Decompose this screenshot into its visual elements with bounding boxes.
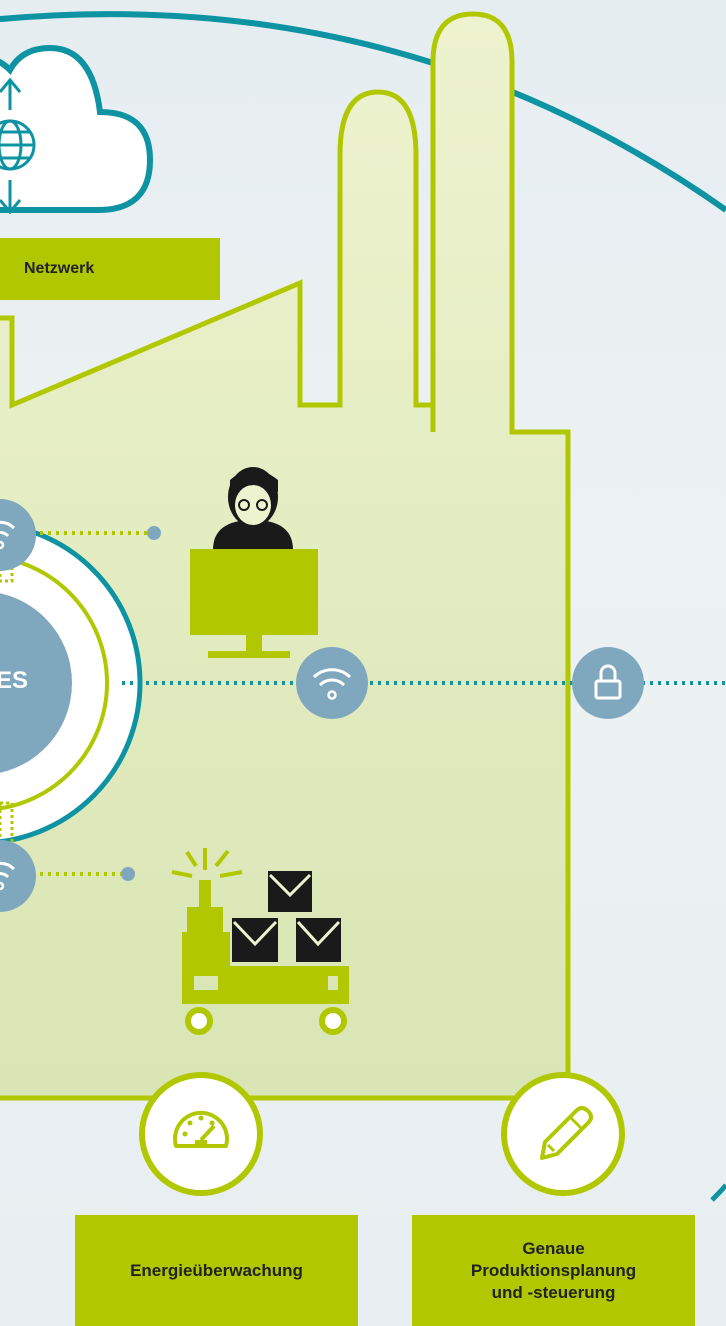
arrow-down-icon bbox=[0, 180, 22, 215]
wifi-icon bbox=[296, 647, 368, 719]
speedometer-icon bbox=[139, 1072, 263, 1196]
network-label: Netzwerk bbox=[0, 238, 220, 300]
monitor-icon bbox=[190, 549, 318, 658]
forklift-icon bbox=[171, 848, 349, 1035]
operator-icon bbox=[213, 467, 293, 550]
pencil-icon bbox=[501, 1072, 625, 1196]
wifi-icon bbox=[0, 840, 36, 912]
mes-label: ES bbox=[0, 667, 29, 694]
cloud-icon bbox=[0, 44, 154, 215]
wifi-icon bbox=[0, 499, 36, 571]
globe-icon bbox=[0, 119, 36, 171]
lock-icon bbox=[572, 647, 644, 719]
network-arc bbox=[0, 11, 726, 213]
network-arc-lower bbox=[710, 1183, 726, 1202]
production-planning-label: Genaue Produktionsplanung und -steuerung bbox=[412, 1215, 695, 1326]
energy-monitoring-label: Energieüberwachung bbox=[75, 1215, 358, 1326]
package-icon bbox=[232, 871, 341, 962]
arrow-up-icon bbox=[0, 77, 22, 110]
